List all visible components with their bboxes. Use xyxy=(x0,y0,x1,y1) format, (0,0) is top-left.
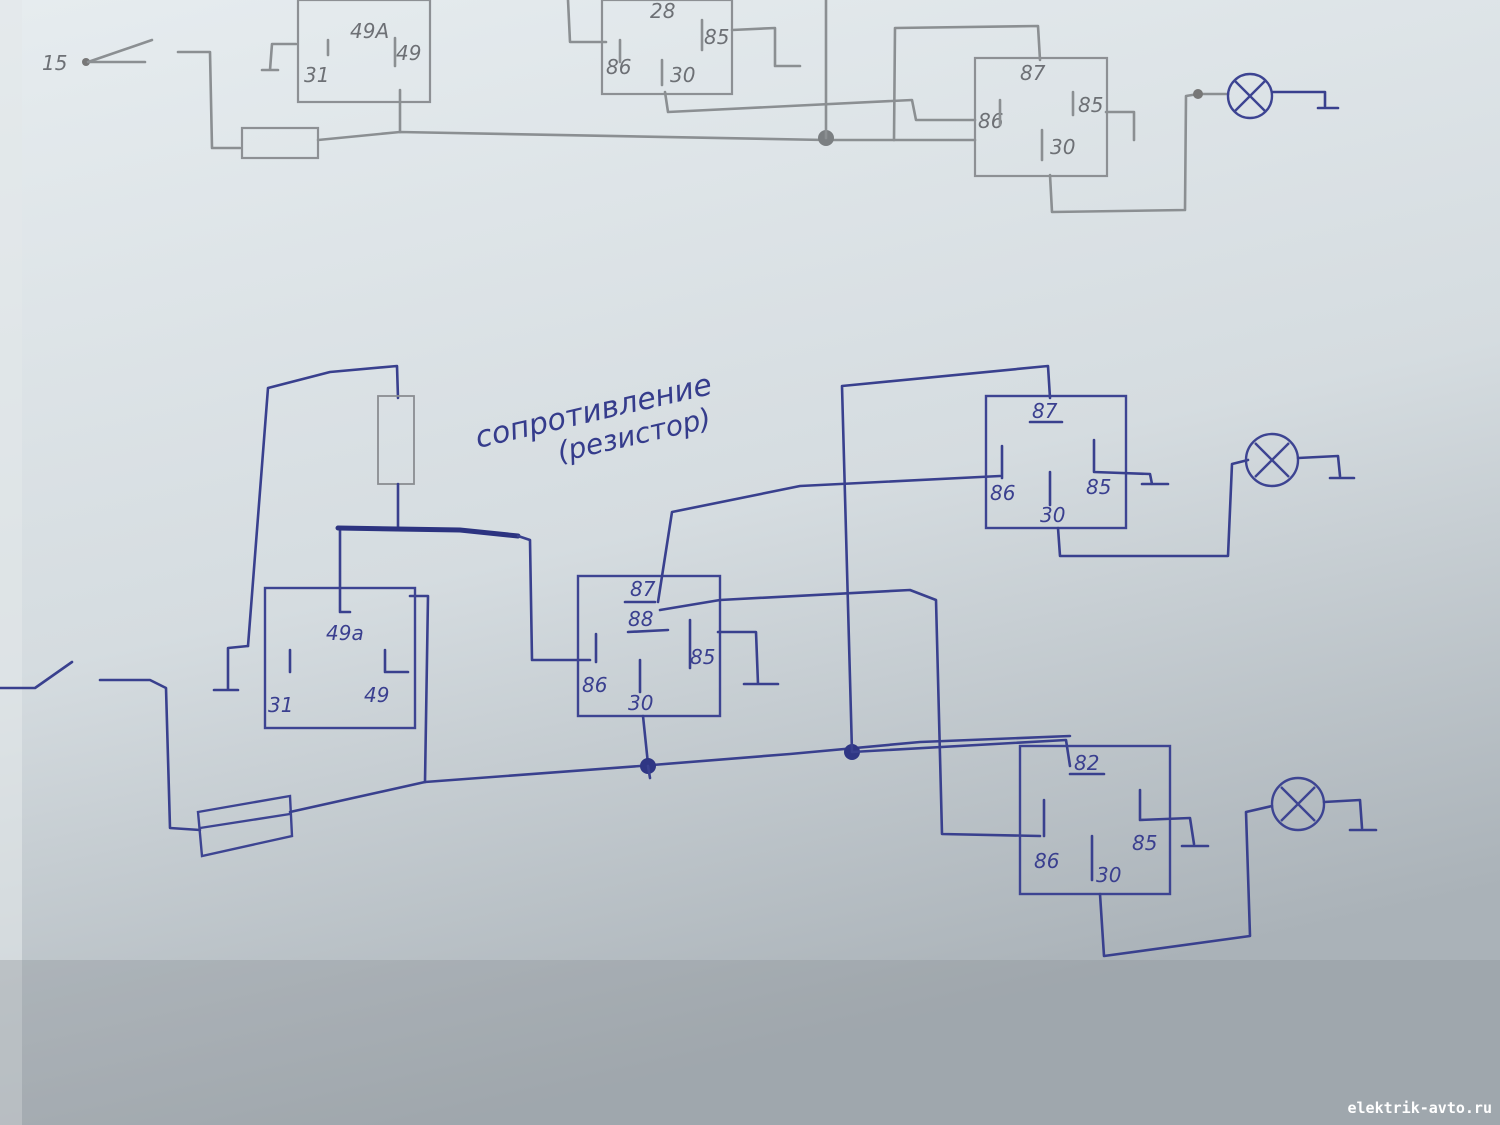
sketch2-resistor xyxy=(377,395,415,485)
sketch2-lower-lamp-ground xyxy=(1322,798,1378,832)
sketch1-bus-wire xyxy=(316,130,977,142)
sketch1-relay-a xyxy=(296,0,432,104)
sketch2-fuse-inner xyxy=(199,812,291,830)
sketch2-main-relay-pin-top: 87 xyxy=(630,577,656,601)
sketch2-bus-to-lower xyxy=(850,738,1072,768)
sketch2-flasher-wires xyxy=(212,528,410,692)
sketch1-lamp-icon xyxy=(1226,72,1274,120)
sketch2-upper-relay xyxy=(984,394,1128,530)
sketch2-upper-relay-pin-left: 86 xyxy=(990,481,1015,505)
sketch1-relay-b-wires xyxy=(566,0,977,122)
sketch2-upper-relay-pin-right: 85 xyxy=(1086,475,1111,499)
sketch1-relay-b-pin-right: 85 xyxy=(704,25,729,49)
sketch2-fuse xyxy=(196,794,294,858)
sketch2-resistor-bus xyxy=(335,525,521,539)
sketch2-lower-relay-pin-right: 85 xyxy=(1132,831,1157,855)
sketch2-junction-1-stub xyxy=(646,764,652,780)
sketch2-upper-relay-wires xyxy=(1000,420,1250,558)
sketch2-resistor-loop xyxy=(246,364,400,648)
sketch1-junction-wire xyxy=(824,0,1042,142)
sketch2-upper-relay-pin-mid: 30 xyxy=(1040,503,1065,527)
sketch2-input-wire xyxy=(0,660,202,832)
sketch1-switch-contact xyxy=(82,58,90,66)
sketch2-main-relay-88-out xyxy=(658,588,1042,838)
sketch-1: 15 49A 31 49 28 86 30 85 87 86 30 85 xyxy=(42,0,1340,214)
sketch1-relay-a-wires xyxy=(260,36,402,134)
sketch2-flasher-pin-left: 31 xyxy=(268,693,293,717)
sketch2-lower-relay-pin-mid: 30 xyxy=(1096,863,1121,887)
sketch1-relay-a-pin-top: 49A xyxy=(350,19,389,43)
sketch2-lower-relay-pin-left: 86 xyxy=(1034,849,1059,873)
sketch2-lower-relay-pin-top: 82 xyxy=(1074,751,1099,775)
sketch1-fuse xyxy=(240,126,320,160)
sketch2-flasher-pin-right: 49 xyxy=(364,683,389,707)
sketch2-lower-relay-wires xyxy=(1042,772,1274,958)
sketch2-main-relay-30-down xyxy=(641,714,650,766)
sketch1-relay-c-pin-right: 85 xyxy=(1078,93,1103,117)
sketch2-upper-lamp-icon xyxy=(1244,432,1300,488)
sketch1-relay-a-pin-left: 31 xyxy=(304,63,329,87)
sketch-2: 49a 31 49 сопротивление (резистор) 87 88… xyxy=(0,364,1378,958)
sketch2-vertical-feed xyxy=(840,364,1052,754)
sketch2-lower-lamp-icon xyxy=(1270,776,1326,832)
sketch1-switch-lever xyxy=(86,38,154,64)
sketch1-input-wire xyxy=(88,50,242,150)
sketch2-main-relay-pin-top2: 88 xyxy=(628,607,653,631)
sketch1-lamp-ground xyxy=(1270,90,1340,110)
sketch1-relay-c-pin-top: 87 xyxy=(1020,61,1046,85)
sketch1-relay-b-pin-mid: 30 xyxy=(670,63,695,87)
sketch1-relay-b-pin-top: 28 xyxy=(650,0,675,23)
sketch1-input-label: 15 xyxy=(42,51,67,75)
sketch1-lamp-joint xyxy=(1193,89,1203,99)
watermark: elektrik-avto.ru xyxy=(1347,1099,1493,1117)
paper-edge-strip xyxy=(0,0,22,1125)
photo-shadow xyxy=(0,960,1500,1125)
sketch1-relay-b xyxy=(600,0,734,96)
sketch2-main-relay-pin-right: 85 xyxy=(690,645,715,669)
sketch2-main-relay-pin-mid: 30 xyxy=(628,691,653,715)
sketch1-relay-c xyxy=(973,56,1109,178)
sketch2-main-relay-pin-left: 86 xyxy=(582,673,607,697)
sketch2-main-relay-wires xyxy=(594,600,780,694)
sketch2-resistor-bus-tail xyxy=(516,534,592,662)
sketch2-main-relay-87-out xyxy=(656,474,1002,604)
sketch1-relay-c-wires xyxy=(998,90,1230,214)
sketch2-main-relay xyxy=(576,574,722,718)
sketch2-bus-wire xyxy=(288,734,1072,814)
sketch1-relay-a-pin-right: 49 xyxy=(396,41,421,65)
sketch2-upper-lamp-ground xyxy=(1296,454,1356,480)
sketch2-flasher-pin-top: 49a xyxy=(326,621,364,645)
sketch2-upper-relay-pin-top: 87 xyxy=(1032,399,1058,423)
sketch1-relay-c-pin-mid: 30 xyxy=(1050,135,1075,159)
